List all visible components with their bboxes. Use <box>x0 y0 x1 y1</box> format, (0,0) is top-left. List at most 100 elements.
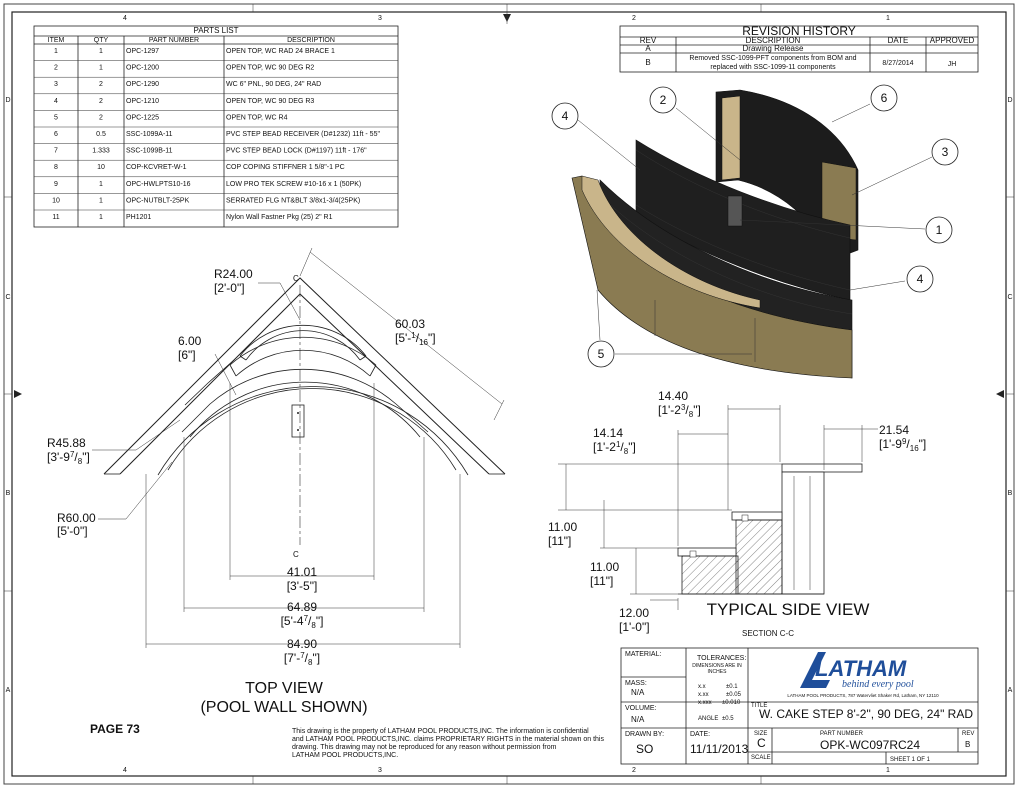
parts-row-5-cell-3: OPEN TOP, WC R4 <box>226 114 288 121</box>
top-view-title: TOP VIEW <box>245 680 324 697</box>
rev-b-date: 8/27/2014 <box>882 60 913 67</box>
dim-d4101-ft: [3'-5"] <box>287 579 318 593</box>
parts-row-7-cell-0: 7 <box>54 148 58 155</box>
isometric-view-drawing: 4 2 6 3 1 4 5 <box>551 84 959 379</box>
dim-r60-ft: [5'-0"] <box>57 524 88 538</box>
disclaimer-line-2: and LATHAM POOL PRODUCTS,INC. claims PRO… <box>292 736 604 743</box>
parts-row-3-cell-2: OPC-1290 <box>126 81 159 88</box>
parts-row-2-cell-1: 1 <box>99 65 103 72</box>
top-view-drawing: C C R24.00 [2'-0"] 6.00 [6"] 60.03 [5'-1… <box>47 247 506 716</box>
parts-row-8-cell-2: COP-KCVRET-W-1 <box>126 164 187 171</box>
tol-xxxx: x.xxx <box>698 700 712 706</box>
svg-text:1: 1 <box>936 223 943 237</box>
dim-d6003-ft: [5'-1/16"] <box>395 331 436 347</box>
dim-d6489: 64.89 <box>287 600 317 614</box>
dim-d1100a: 11.00 <box>548 520 577 534</box>
dim-d1200: 12.00 <box>619 606 649 620</box>
volume-value: N/A <box>631 715 645 724</box>
part-number-value: OPK-WC097RC24 <box>820 738 920 752</box>
parts-row-6-cell-0: 6 <box>54 131 58 138</box>
disclaimer-line-4: LATHAM POOL PRODUCTS,INC. <box>292 752 398 759</box>
date-value: 11/11/2013 <box>690 742 749 756</box>
parts-row-10-cell-1: 1 <box>99 197 103 204</box>
parts-row-2-cell-0: 2 <box>54 65 58 72</box>
svg-text:2: 2 <box>660 93 667 107</box>
dim-w6: 6.00 <box>178 334 202 348</box>
volume-label: VOLUME: <box>625 705 657 712</box>
top-view-inner-radius <box>239 324 367 357</box>
tol-xxx-val: ±0.05 <box>726 692 742 698</box>
parts-row-9-cell-1: 1 <box>99 181 103 188</box>
dim-d1100a-ft: [11"] <box>548 534 571 548</box>
zone-row-d-left: D <box>5 97 10 104</box>
dim-d2154-ft: [1'-99/16"] <box>879 437 926 453</box>
tolerances-sub1: DIMENSIONS ARE IN <box>692 663 742 669</box>
zone-ticks <box>4 4 1014 784</box>
parts-row-10-cell-0: 10 <box>52 197 60 204</box>
parts-row-5-cell-1: 2 <box>99 114 103 121</box>
rev-a-rev: A <box>645 44 651 53</box>
dim-d1100b: 11.00 <box>590 560 619 574</box>
rev-b-description-line2: replaced with SSC-1099-11 components <box>710 64 836 71</box>
parts-row-6-cell-3: PVC STEP BEAD RECEIVER (D#1232) 11ft - 5… <box>226 131 380 138</box>
material-label: MATERIAL: <box>625 651 661 658</box>
parts-row-8-cell-1: 10 <box>97 164 105 171</box>
part-number-label: PART NUMBER <box>820 731 864 737</box>
company-address: LATHAM POOL PRODUCTS, 787 Watervliet Sha… <box>787 693 939 698</box>
zone-row-a-right: A <box>1008 687 1013 694</box>
mass-label: MASS: <box>625 680 647 687</box>
center-mark-left-icon <box>14 390 22 398</box>
iso-balloon-4a: 4 <box>551 102 579 130</box>
top-view-wall-outline <box>103 277 506 475</box>
iso-balloon-4b: 4 <box>906 265 934 293</box>
revision-history-title: REVISION HISTORY <box>742 24 856 38</box>
parts-row-1-cell-3: OPEN TOP, WC RAD 24 BRACE 1 <box>226 48 335 55</box>
dim-d6003: 60.03 <box>395 317 425 331</box>
dim-d1200-ft: [1'-0"] <box>619 620 650 634</box>
parts-row-6-cell-2: SSC-1099A-11 <box>126 131 173 138</box>
top-view-band-outer <box>157 386 469 476</box>
rev-a-description: Drawing Release <box>743 44 804 53</box>
zone-row-b-left: B <box>6 490 11 497</box>
svg-text:6: 6 <box>881 91 888 105</box>
date-label: DATE: <box>690 731 710 738</box>
parts-row-2-cell-2: OPC-1200 <box>126 65 159 72</box>
tol-xx: x.x <box>698 684 706 690</box>
dim-d8490-ft: [7'-7/8"] <box>284 651 320 667</box>
sheet-label: SHEET 1 OF 1 <box>890 757 931 763</box>
dim-d6489-ft: [5'-47/8"] <box>281 614 324 630</box>
iso-balloon-5: 5 <box>587 340 615 368</box>
dim-r24: R24.00 <box>214 267 253 281</box>
iso-balloon-2: 2 <box>649 86 677 114</box>
rev-b-approved: JH <box>948 61 957 68</box>
rev-label: REV <box>962 731 974 737</box>
scale-label: SCALE <box>751 755 771 761</box>
tol-angle: ANGLE <box>698 716 718 722</box>
dim-d1440: 14.40 <box>658 389 688 403</box>
parts-row-1-cell-2: OPC-1297 <box>126 48 159 55</box>
side-view-subtitle: SECTION C-C <box>742 629 794 638</box>
parts-row-9-cell-3: LOW PRO TEK SCREW #10-16 x 1 (50PK) <box>226 181 361 188</box>
parts-row-11-cell-1: 1 <box>99 214 103 221</box>
mass-value: N/A <box>631 688 645 697</box>
dim-r4588-ft: [3'-97/8"] <box>47 450 90 466</box>
parts-row-3-cell-0: 3 <box>54 81 58 88</box>
zone-col-2-bottom: 2 <box>632 767 636 774</box>
dim-d1414: 14.14 <box>593 426 623 440</box>
dim-d1440-ft: [1'-23/8"] <box>658 403 701 419</box>
latham-logo-icon: LATHAM behind every pool <box>800 652 914 690</box>
parts-row-6-cell-1: 0.5 <box>96 131 106 138</box>
dim-d1414-ft: [1'-21/8"] <box>593 440 636 456</box>
parts-row-2-cell-3: OPEN TOP, WC 90 DEG R2 <box>226 65 314 72</box>
parts-row-7-cell-2: SSC-1099B-11 <box>126 148 173 155</box>
zone-row-d-right: D <box>1007 97 1012 104</box>
size-label: SIZE <box>754 731 767 737</box>
disclaimer-line-3: drawing. This drawing may not be reprodu… <box>292 744 557 751</box>
parts-header-description: DESCRIPTION <box>287 37 335 44</box>
dim-r24-ft: [2'-0"] <box>214 281 245 295</box>
parts-row-7-cell-1: 1.333 <box>92 148 110 155</box>
zone-row-a-left: A <box>6 687 11 694</box>
parts-row-9-cell-2: OPC-HWLPTS10-16 <box>126 181 191 188</box>
zone-col-1-top: 1 <box>886 15 890 22</box>
parts-row-4-cell-0: 4 <box>54 98 58 105</box>
